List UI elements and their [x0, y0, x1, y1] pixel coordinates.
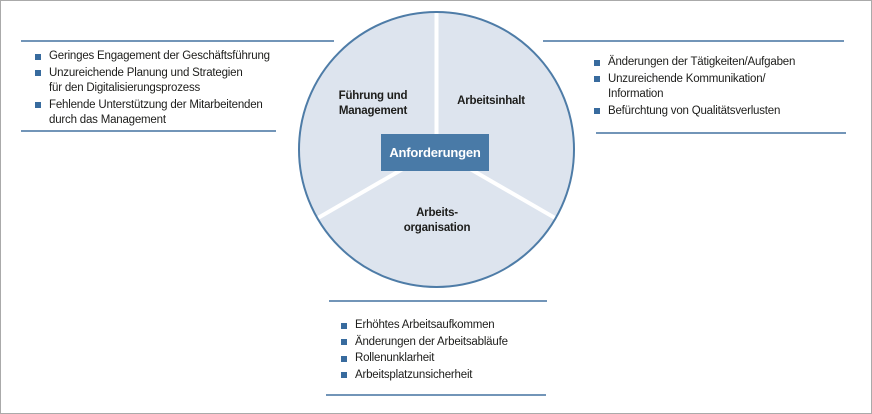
bullet-square-icon: [341, 339, 347, 345]
list-item: Geringes Engagement der Geschäftsführung: [35, 49, 287, 65]
list-item: Änderungen der Arbeitsabläufe: [341, 335, 566, 351]
bullet-square-icon: [35, 70, 41, 76]
center-box-anforderungen: Anforderungen: [381, 134, 489, 171]
bullet-square-icon: [594, 108, 600, 114]
rule-bottom-right: [596, 132, 846, 134]
segment-label-arbeitsinhalt: Arbeitsinhalt: [457, 95, 525, 107]
segment-label-arbeitsorganisation: Arbeits- organisation: [403, 207, 471, 234]
list-item: Befürchtung von Qualitätsverlusten: [594, 104, 809, 120]
list-item-text: Befürchtung von Qualitätsverlusten: [608, 104, 781, 117]
list-item-text: Unzureichende Planung und Strategien für…: [49, 66, 243, 95]
rule-bottom-panel-top: [329, 300, 547, 302]
circle-outline: [298, 11, 575, 288]
bullet-square-icon: [35, 53, 41, 60]
list-item-text: Unzureichende Kommunikation/ Information: [608, 72, 766, 101]
bullet-square-icon: [341, 322, 347, 329]
list-item-text: Änderungen der Arbeitsabläufe: [355, 335, 508, 348]
panel-fuehrung-management: Geringes Engagement der Geschäftsführung…: [35, 49, 287, 130]
list-item: Erhöhtes Arbeitsaufkommen: [341, 318, 566, 334]
rule-bottom-panel-bottom: [326, 394, 546, 396]
list-item-text: Geringes Engagement der Geschäftsführung: [49, 50, 270, 62]
list-item: Fehlende Unterstützung der Mitarbeitende…: [35, 98, 287, 129]
list-item-text: Rollenunklarheit: [355, 352, 435, 364]
rule-bottom-left: [21, 130, 276, 132]
bullet-square-icon: [341, 372, 347, 378]
bullet-square-icon: [35, 102, 41, 108]
list-item: Änderungen der Tätigkeiten/Aufgaben: [594, 55, 809, 71]
list-item: Arbeitsplatzunsicherheit: [341, 368, 566, 384]
panel-arbeitsorganisation: Erhöhtes Arbeitsaufkommen Änderungen der…: [341, 318, 566, 384]
segment-label-fuehrung-management: Führung und Management: [338, 90, 408, 117]
bullet-square-icon: [594, 59, 600, 66]
bullet-square-icon: [594, 76, 600, 82]
list-item: Unzureichende Kommunikation/ Information: [594, 72, 809, 103]
list-item: Unzureichende Planung und Strategien für…: [35, 66, 287, 97]
list-item-text: Erhöhtes Arbeitsaufkommen: [355, 319, 495, 331]
list-item-text: Änderungen der Tätigkeiten/Aufgaben: [608, 56, 796, 68]
list-item-text: Arbeitsplatzunsicherheit: [355, 368, 473, 381]
bullet-square-icon: [341, 355, 347, 362]
list-item: Rollenunklarheit: [341, 351, 566, 367]
rule-top-left: [21, 40, 334, 42]
rule-top-right: [543, 40, 844, 42]
list-item-text: Fehlende Unterstützung der Mitarbeitende…: [49, 98, 263, 127]
panel-arbeitsinhalt: Änderungen der Tätigkeiten/Aufgaben Unzu…: [594, 55, 809, 120]
